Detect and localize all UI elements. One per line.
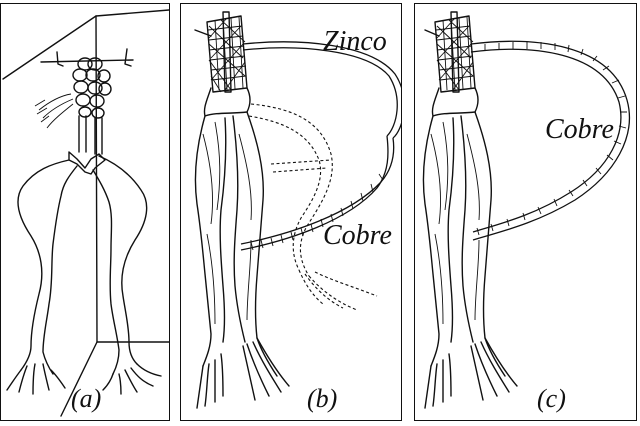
right-leg-inner bbox=[460, 115, 474, 343]
spine-mesh bbox=[194, 11, 248, 93]
copper-wire-hatch bbox=[476, 42, 627, 236]
wire-stub bbox=[424, 29, 440, 37]
copper-wire bbox=[470, 40, 631, 241]
label-zinc: Zinco bbox=[323, 26, 387, 57]
wire-stub bbox=[194, 29, 212, 37]
dashed-foot-icon bbox=[298, 269, 378, 311]
left-leg-muscle bbox=[202, 121, 221, 325]
right-leg-outer bbox=[98, 155, 148, 365]
panel-b: Zinco Cobre (b) bbox=[180, 3, 402, 421]
spinal-cord-cluster bbox=[72, 57, 112, 119]
left-foot-icon bbox=[6, 363, 66, 395]
left-leg-inner bbox=[447, 117, 455, 343]
dashed-leg-outline bbox=[248, 115, 322, 271]
left-leg-outer bbox=[17, 159, 70, 371]
right-leg-outer bbox=[474, 111, 506, 377]
nerve-strand bbox=[46, 103, 74, 129]
panel-a: (a) bbox=[0, 3, 170, 421]
dashed-leg-outline bbox=[250, 103, 333, 277]
left-foot-icon bbox=[424, 353, 452, 409]
pelvis bbox=[68, 151, 106, 175]
left-hook-icon bbox=[56, 51, 64, 67]
copper-wire-edge bbox=[470, 48, 622, 233]
vertebral-column bbox=[222, 11, 232, 93]
label-copper-b: Cobre bbox=[323, 220, 392, 251]
caption-a: (a) bbox=[71, 384, 102, 413]
left-leg-outer bbox=[194, 115, 212, 367]
left-leg-inner bbox=[42, 165, 78, 375]
left-leg-inner bbox=[219, 117, 227, 343]
zinc-wire-edge bbox=[242, 47, 398, 137]
vertebral-column bbox=[450, 11, 460, 93]
frog-legs-copper-illustration bbox=[422, 11, 631, 409]
copper-wire-edge bbox=[240, 135, 389, 251]
label-copper-c: Cobre bbox=[545, 114, 614, 145]
panel-c: Cobre (c) bbox=[414, 3, 637, 421]
sciatic-nerves bbox=[78, 115, 103, 155]
caption-b: (b) bbox=[307, 384, 338, 413]
copper-wire-hatch bbox=[250, 173, 384, 251]
spine-mesh bbox=[424, 11, 476, 93]
right-leg-outer bbox=[246, 111, 278, 377]
right-foot-icon bbox=[470, 337, 518, 401]
right-hook-icon bbox=[124, 48, 132, 67]
left-leg-outer bbox=[422, 115, 440, 367]
left-foot-icon bbox=[196, 353, 224, 409]
frog-legs-hanging-illustration bbox=[2, 9, 169, 417]
nerve-strand bbox=[38, 93, 72, 111]
nerve-strand bbox=[42, 98, 74, 119]
right-leg-inner bbox=[92, 169, 120, 375]
right-foot-icon bbox=[242, 337, 290, 401]
right-leg-muscle bbox=[466, 133, 480, 321]
floor-edge bbox=[60, 341, 98, 417]
copper-wire bbox=[240, 137, 395, 245]
pelvis bbox=[203, 87, 251, 117]
dashed-nerve bbox=[270, 159, 332, 173]
right-foot-icon bbox=[102, 363, 162, 395]
right-leg-muscle bbox=[238, 133, 252, 321]
left-leg-muscle bbox=[430, 121, 449, 325]
caption-c: (c) bbox=[537, 384, 566, 413]
right-leg-inner bbox=[232, 115, 246, 343]
pelvis bbox=[431, 87, 479, 117]
frog-legs-zinc-copper-illustration bbox=[194, 11, 401, 409]
hanging-rail bbox=[40, 59, 134, 63]
zinc-wire bbox=[242, 41, 401, 139]
wall-top-edge bbox=[2, 9, 169, 80]
hand-fingers-icon bbox=[34, 99, 50, 123]
